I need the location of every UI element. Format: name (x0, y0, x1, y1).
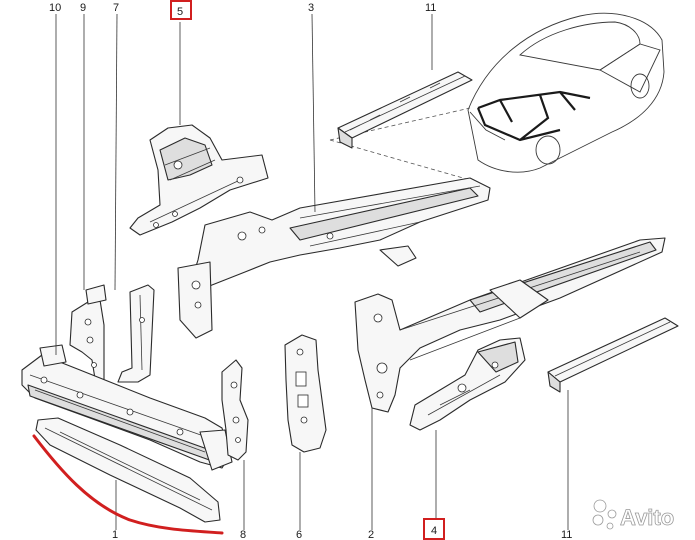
callout-5-highlight-box (170, 0, 192, 20)
red-annotation-underline (32, 434, 224, 535)
callout-6: 6 (296, 529, 302, 540)
leader-lines (55, 13, 569, 530)
watermark: Avito (592, 499, 675, 530)
callout-1: 1 (112, 529, 118, 540)
part-5-upper-bracket (129, 124, 269, 236)
watermark-brand: Avito (620, 505, 674, 530)
callout-11-bottom: 11 (561, 529, 572, 540)
part-8-small-bracket (221, 359, 249, 461)
callout-8: 8 (240, 529, 246, 540)
part-11-top-sill (337, 71, 473, 149)
part-4-lower-bracket (409, 337, 526, 431)
part-1-lower-strip (35, 417, 221, 523)
callout-5: 5 (177, 6, 183, 18)
car-silhouette (467, 12, 665, 173)
part-9-bracket-plate (69, 284, 107, 386)
avito-dots-icon (592, 499, 617, 530)
callout-2: 2 (368, 529, 374, 540)
callout-3: 3 (308, 2, 314, 14)
callout-11-top: 11 (425, 2, 436, 14)
callout-4: 4 (431, 525, 437, 537)
part-10-bumper-beam (21, 344, 233, 471)
callout-10: 10 (49, 2, 61, 14)
part-6-tall-bracket (284, 334, 327, 453)
part-2-lower-rail (354, 237, 666, 413)
part-3-frame-rail (177, 177, 491, 339)
callout-4-highlight-box (423, 518, 445, 540)
callout-9: 9 (80, 2, 86, 14)
callout-7: 7 (113, 2, 119, 14)
part-7-vertical-strut (117, 284, 155, 383)
part-11-lower-sill (547, 317, 679, 393)
